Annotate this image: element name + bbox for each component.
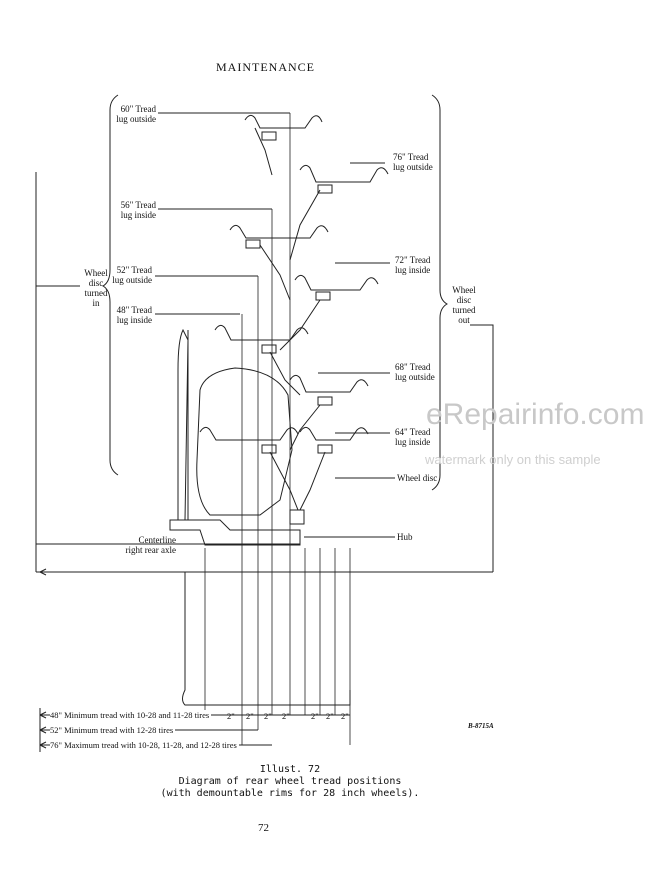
- caption-line2: (with demountable rims for 28 inch wheel…: [160, 788, 420, 799]
- watermark-brand: eRepairinfo.com: [426, 398, 645, 431]
- increment-mark: 2": [264, 711, 272, 721]
- right-brace: [431, 94, 449, 491]
- leader-lines: [155, 112, 395, 479]
- tractor-fender: [177, 328, 189, 521]
- increment-mark: 2": [326, 711, 334, 721]
- caption-line1: Diagram of rear wheel tread positions: [178, 776, 402, 787]
- measurement-48: 48" Minimum tread with 10-28 and 11-28 t…: [50, 710, 212, 720]
- page-number: 72: [258, 822, 269, 834]
- caption-number: Illust. 72: [259, 764, 321, 775]
- increment-mark: 2": [227, 711, 235, 721]
- figure-code: B-8715A: [468, 722, 494, 730]
- increment-mark: 2": [341, 711, 349, 721]
- left-brace: [101, 94, 119, 476]
- rim-profiles: [199, 114, 389, 511]
- measurement-76: 76" Maximum tread with 10-28, 11-28, and…: [50, 740, 239, 750]
- label-hub: Hub: [397, 532, 413, 542]
- increment-mark: 2": [311, 711, 319, 721]
- caption: Illust. 72 Diagram of rear wheel tread p…: [140, 764, 440, 800]
- increment-mark: 2": [246, 711, 254, 721]
- label-wheel-disc: Wheel disc: [397, 473, 438, 483]
- tread-lines: [204, 113, 351, 745]
- page-header: MAINTENANCE: [216, 60, 315, 74]
- watermark-note: watermark only on this sample: [425, 452, 601, 467]
- hub: [289, 509, 305, 525]
- increment-mark: 2": [282, 711, 290, 721]
- tire-outline: [196, 367, 293, 516]
- measurement-52: 52" Minimum tread with 12-28 tires: [50, 725, 176, 735]
